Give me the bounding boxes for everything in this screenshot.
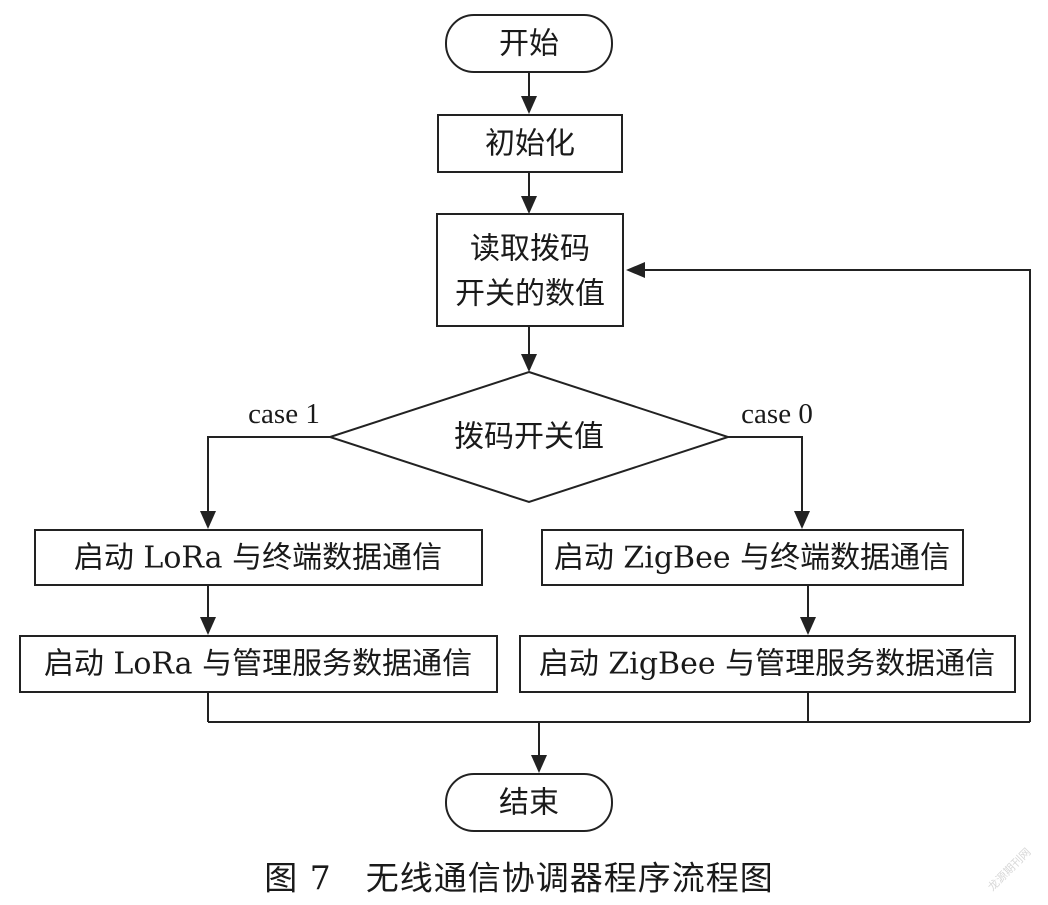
decision-label: 拨码开关值 bbox=[454, 420, 604, 455]
init-label: 初始化 bbox=[485, 127, 575, 162]
lora-manage-shape bbox=[19, 635, 498, 693]
zigbee-manage-shape bbox=[519, 635, 1016, 693]
arrow-zigbee-terminal-to-manage bbox=[800, 585, 816, 635]
decision-node: 拨码开关值 bbox=[326, 370, 732, 504]
figure-caption: 图 7 无线通信协调器程序流程图 bbox=[264, 859, 774, 898]
zigbee-manage-label: 启动 ZigBee 与管理服务数据通信 bbox=[539, 647, 995, 682]
merge-and-loop-lines bbox=[207, 262, 1031, 723]
lora-terminal-node: 启动 LoRa 与终端数据通信 bbox=[34, 529, 483, 586]
zigbee-terminal-node: 启动 ZigBee 与终端数据通信 bbox=[541, 529, 964, 586]
watermark-text: 龙源期刊网 bbox=[985, 845, 1034, 894]
decision-shape bbox=[326, 370, 732, 504]
read-switch-label-line2: 开关的数值 bbox=[455, 277, 605, 312]
start-node: 开始 bbox=[445, 14, 613, 73]
case-right-label: case 0 bbox=[741, 398, 813, 430]
end-node: 结束 bbox=[445, 773, 613, 832]
arrow-init-to-read bbox=[521, 172, 537, 214]
read-switch-label-line1: 读取拨码 bbox=[470, 232, 590, 267]
lora-manage-label: 启动 LoRa 与管理服务数据通信 bbox=[44, 647, 472, 682]
start-label: 开始 bbox=[499, 27, 559, 62]
case-left-label: case 1 bbox=[248, 398, 320, 430]
read-switch-node: 读取拨码 开关的数值 bbox=[436, 213, 624, 327]
init-node: 初始化 bbox=[437, 114, 623, 173]
arrow-merge-to-end bbox=[531, 722, 547, 773]
arrow-decision-to-lora bbox=[200, 436, 330, 529]
init-shape bbox=[437, 114, 623, 173]
lora-manage-node: 启动 LoRa 与管理服务数据通信 bbox=[19, 635, 498, 693]
arrow-start-to-init bbox=[521, 72, 537, 114]
zigbee-manage-node: 启动 ZigBee 与管理服务数据通信 bbox=[519, 635, 1016, 693]
lora-terminal-label: 启动 LoRa 与终端数据通信 bbox=[74, 541, 442, 576]
arrow-read-to-decision bbox=[521, 326, 537, 372]
zigbee-terminal-label: 启动 ZigBee 与终端数据通信 bbox=[554, 541, 950, 576]
arrow-decision-to-zigbee bbox=[728, 436, 810, 529]
lora-terminal-shape bbox=[34, 529, 483, 586]
arrow-lora-terminal-to-manage bbox=[200, 585, 216, 635]
zigbee-terminal-shape bbox=[541, 529, 964, 586]
end-shape bbox=[445, 773, 613, 832]
end-label: 结束 bbox=[499, 786, 559, 821]
